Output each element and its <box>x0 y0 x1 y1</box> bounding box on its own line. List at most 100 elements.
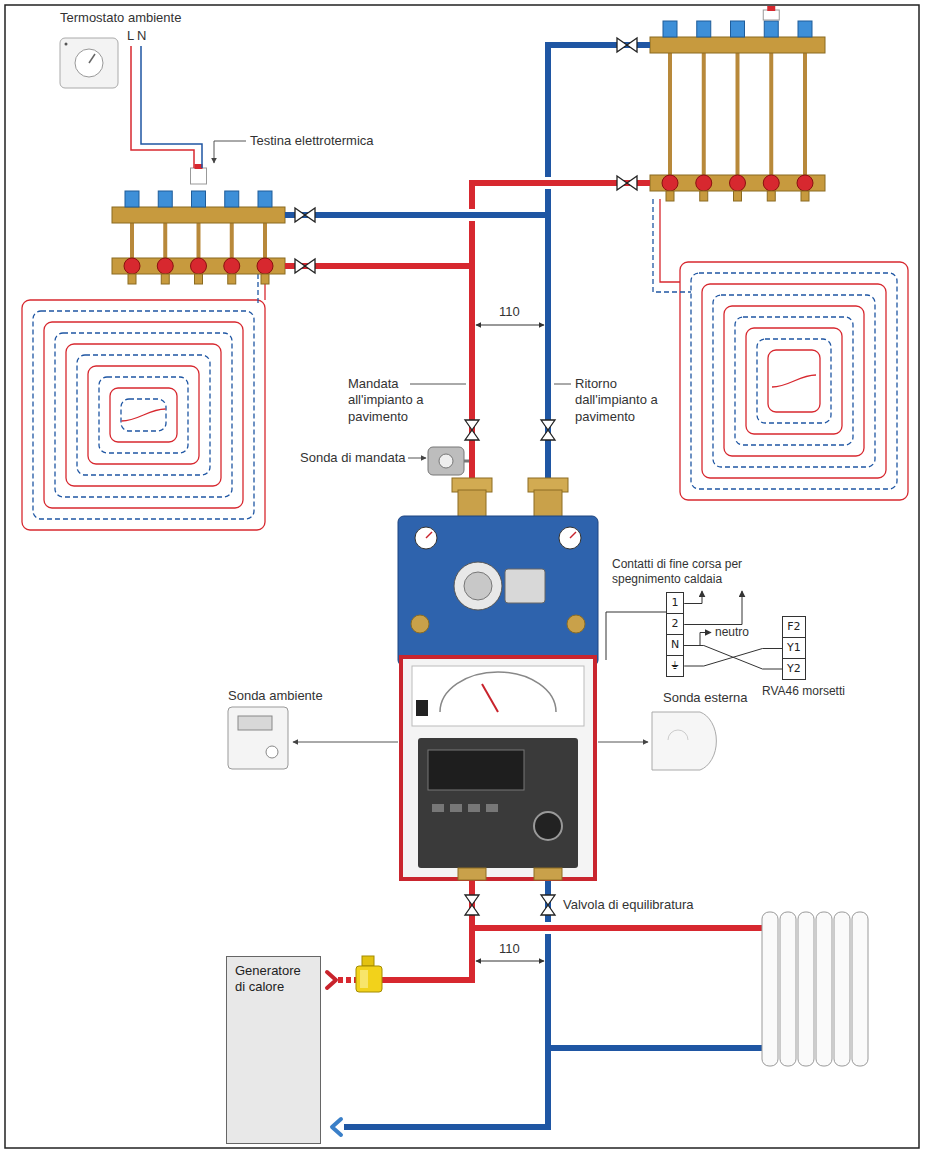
floor-coil <box>122 409 166 421</box>
floor-coil <box>257 274 258 306</box>
manifold <box>668 53 672 175</box>
floor-coil <box>735 317 853 445</box>
manifold <box>763 10 779 20</box>
terminal-block: 12N⏚ <box>666 592 684 677</box>
manifold <box>730 175 746 191</box>
wire-connector <box>684 649 782 667</box>
manifold <box>257 258 273 274</box>
valve-symbol <box>617 38 637 52</box>
dimension-line <box>476 961 544 962</box>
leader-line <box>408 458 426 459</box>
room-thermostat <box>75 49 103 77</box>
mixing-unit <box>416 700 428 716</box>
manifold <box>666 191 674 201</box>
mixing-unit <box>398 516 598 666</box>
manifold <box>702 53 706 175</box>
manifold <box>157 258 173 274</box>
floor-coil <box>22 300 265 530</box>
leader-line <box>554 384 571 385</box>
floor-coil <box>660 199 680 282</box>
mixing-unit <box>450 804 462 812</box>
manifold <box>764 21 778 37</box>
air-separator <box>362 956 374 966</box>
generator-label: Generatore di calore <box>235 963 312 996</box>
manifold <box>769 53 773 175</box>
pipe <box>344 878 548 1127</box>
floor-coil <box>702 284 886 478</box>
floor-coil <box>768 350 820 412</box>
radiator <box>834 912 850 1066</box>
flow-arrow <box>327 972 341 1135</box>
mixing-unit <box>534 868 562 880</box>
terminal-label: RVA46 morsetti <box>762 684 845 699</box>
manifold <box>763 175 779 191</box>
manifold <box>798 21 812 37</box>
thermostat-wire <box>131 46 202 168</box>
valve-symbol <box>295 208 315 222</box>
wire-leader <box>684 633 711 646</box>
dimension-line <box>476 325 544 326</box>
floor-coil <box>55 333 232 497</box>
outdoor-sensor <box>652 712 716 770</box>
manifold <box>696 175 712 191</box>
pipe <box>548 45 650 478</box>
mixing-unit <box>570 532 576 538</box>
pipe <box>382 878 472 980</box>
phase-label: L <box>127 28 134 44</box>
supply-label: Mandata all'impianto a pavimento <box>348 376 440 425</box>
flow-arrow <box>332 1119 341 1135</box>
floor-coil <box>77 355 210 475</box>
manifold <box>734 191 742 201</box>
heat-generator-box: Generatore di calore <box>226 956 321 1144</box>
mixing-unit <box>534 812 562 840</box>
manifold <box>767 6 775 11</box>
floor-coil <box>110 388 177 442</box>
pipe <box>285 45 762 1127</box>
flow-arrow <box>327 972 336 988</box>
floor-coil <box>757 339 831 423</box>
flow-sensor <box>464 460 469 463</box>
manifold <box>224 258 240 274</box>
mixing-unit <box>458 490 486 518</box>
mixing-unit <box>482 684 498 712</box>
radiator <box>852 912 868 1066</box>
manifold <box>662 175 678 191</box>
balancing-valve-label: Valvola di equilibratura <box>563 897 694 913</box>
mixing-unit <box>559 527 581 549</box>
terminal-pin: ⏚ <box>667 656 683 676</box>
floor-coil <box>680 262 908 500</box>
radiator <box>762 912 778 1066</box>
manifold <box>158 191 172 207</box>
valve-symbol <box>465 895 479 915</box>
manifold <box>797 175 813 191</box>
frame <box>5 5 919 1148</box>
valve-symbol <box>295 38 637 915</box>
manifold <box>230 223 234 258</box>
mixing-unit <box>401 657 595 879</box>
thermostat-wire <box>141 46 202 168</box>
mixing-unit <box>440 672 556 712</box>
mixing-unit <box>464 572 492 600</box>
air-separator <box>356 956 382 992</box>
pipe <box>472 925 762 931</box>
dimension-label: 110 <box>499 941 520 957</box>
mixing-unit <box>412 666 584 726</box>
mixing-unit <box>567 615 585 633</box>
floor-coil <box>713 295 875 467</box>
leader-line <box>214 141 246 163</box>
mixing-unit <box>458 868 486 880</box>
pipe <box>548 1045 762 1051</box>
room-sensor <box>228 707 288 769</box>
actuator-label: Testina elettrotermica <box>250 133 374 149</box>
mixing-unit <box>454 562 502 610</box>
mixing-unit <box>428 750 524 790</box>
radiator <box>816 912 832 1066</box>
dimension-line <box>476 325 544 961</box>
terminal-pin: Y1 <box>783 638 805 659</box>
leader-line <box>214 141 648 742</box>
manifold <box>258 191 272 207</box>
terminal-pin: N <box>667 635 683 656</box>
pipe <box>472 183 650 478</box>
